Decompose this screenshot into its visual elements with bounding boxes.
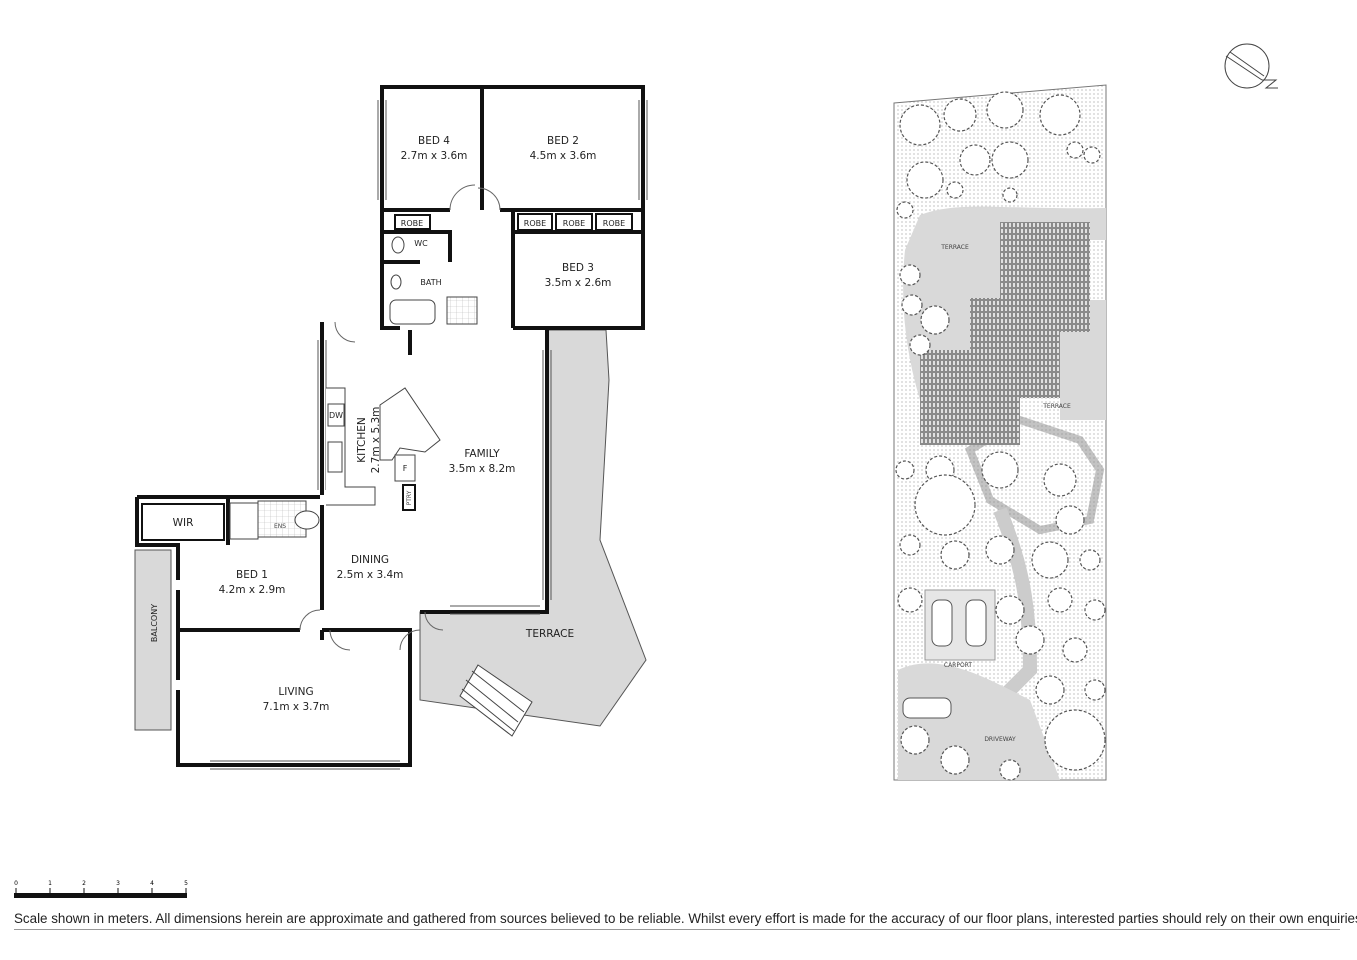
room-label: FAMILY <box>464 448 500 460</box>
room-label: BED 4 <box>418 135 450 147</box>
tree-icon <box>1066 141 1084 159</box>
tree-icon <box>1039 94 1081 136</box>
tree-icon <box>981 451 1019 489</box>
balcony-label: BALCONY <box>150 604 159 642</box>
tree-icon <box>940 745 970 775</box>
scale-tick-label: 4 <box>150 880 154 887</box>
wir-label: WIR <box>173 517 194 529</box>
room-label: KITCHEN <box>356 417 368 463</box>
tree-icon <box>895 460 915 480</box>
tree-icon <box>1084 679 1106 701</box>
north-arrow-icon <box>1224 43 1278 89</box>
tree-icon <box>1079 549 1101 571</box>
tree-icon <box>1044 709 1106 771</box>
terrace-label: TERRACE <box>525 628 574 640</box>
room-label: LIVING <box>278 686 313 698</box>
tree-icon <box>946 181 964 199</box>
tree-icon <box>899 264 921 286</box>
scale-tick-label: 2 <box>82 880 86 887</box>
room-size: 2.7m x 5.3m <box>370 407 382 474</box>
tree-icon <box>909 334 931 356</box>
ens-label: ENS <box>274 523 286 530</box>
scale-tick-label: 3 <box>116 880 120 887</box>
tree-icon <box>914 474 976 536</box>
tree-icon <box>1043 463 1077 497</box>
tree-icon <box>995 595 1025 625</box>
tree-icon <box>1083 146 1101 164</box>
tree-icon <box>986 91 1024 129</box>
kitchen-fixtures <box>326 387 441 511</box>
tree-icon <box>899 534 921 556</box>
divider <box>14 929 1340 930</box>
room-size: 2.5m x 3.4m <box>337 569 404 581</box>
room-label: BED 2 <box>547 135 579 147</box>
driveway-label: DRIVEWAY <box>984 736 1016 743</box>
room-label: BED 1 <box>236 569 268 581</box>
tree-icon <box>999 759 1021 781</box>
tree-icon <box>897 587 923 613</box>
stairs <box>459 664 533 737</box>
site-plan: TERRACE TERRACE CARPORT DRIVEWAY <box>893 84 1107 781</box>
pantry-label: PTRY <box>406 490 413 505</box>
scale-bar: 0 1 2 3 4 5 <box>14 880 188 898</box>
room-label: DINING <box>351 554 389 566</box>
balcony-area <box>134 549 172 731</box>
tree-icon <box>985 535 1015 565</box>
scale-tick-label: 5 <box>184 880 188 887</box>
tree-icon <box>1062 637 1088 663</box>
wc-label: WC <box>414 239 428 248</box>
terrace-area <box>419 329 647 727</box>
tree-icon <box>1035 675 1065 705</box>
tree-icon <box>901 294 923 316</box>
tree-icon <box>1002 187 1018 203</box>
carport-label: CARPORT <box>944 662 973 669</box>
tree-icon <box>1055 505 1085 535</box>
robe-label: ROBE <box>401 219 423 228</box>
site-terrace-label: TERRACE <box>940 244 969 251</box>
tree-icon <box>1031 541 1069 579</box>
tree-icon <box>959 144 991 176</box>
tree-icon <box>940 540 970 570</box>
tree-icon <box>1015 625 1045 655</box>
tree-icon <box>920 305 950 335</box>
tree-icon <box>1084 599 1106 621</box>
fridge-label: F <box>403 464 408 473</box>
dw-label: DW <box>329 411 343 420</box>
tree-icon <box>991 141 1029 179</box>
room-size: 4.2m x 2.9m <box>219 584 286 596</box>
walls <box>135 85 645 767</box>
robe-label: ROBE <box>603 219 625 228</box>
disclaimer-text: Scale shown in meters. All dimensions he… <box>14 911 1357 926</box>
scale-tick-label: 1 <box>48 880 52 887</box>
site-terrace-label: TERRACE <box>1042 403 1071 410</box>
tree-icon <box>943 98 977 132</box>
tree-icon <box>899 104 941 146</box>
room-size: 3.5m x 8.2m <box>449 463 516 475</box>
room-label: BED 3 <box>562 262 594 274</box>
tree-icon <box>896 201 914 219</box>
room-size: 4.5m x 3.6m <box>530 150 597 162</box>
robe-label: ROBE <box>524 219 546 228</box>
robe-label: ROBE <box>563 219 585 228</box>
tree-icon <box>906 161 944 199</box>
room-size: 2.7m x 3.6m <box>401 150 468 162</box>
tree-icon <box>1047 587 1073 613</box>
room-size: 3.5m x 2.6m <box>545 277 612 289</box>
bath-label: BATH <box>420 278 441 287</box>
tree-icon <box>900 725 930 755</box>
room-size: 7.1m x 3.7m <box>263 701 330 713</box>
scale-tick-label: 0 <box>14 880 18 887</box>
